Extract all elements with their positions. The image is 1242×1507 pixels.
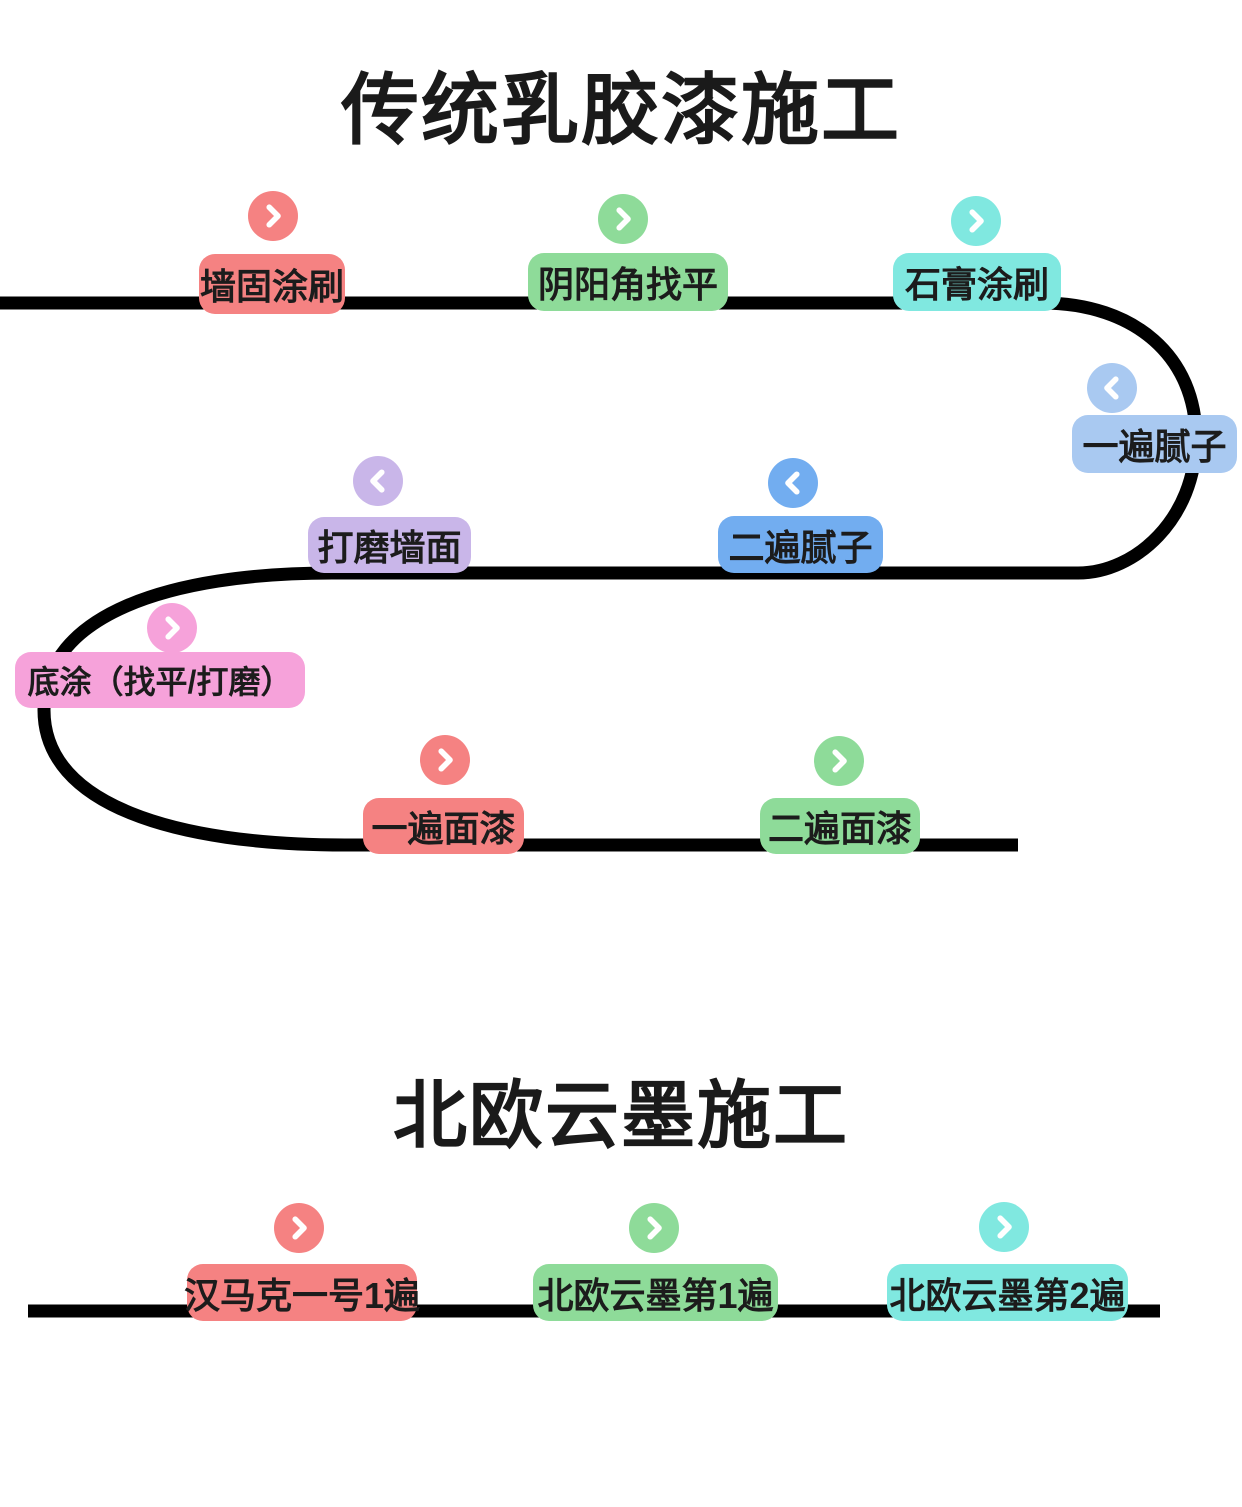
step-arrow-badge bbox=[951, 196, 1001, 246]
chevron-left-icon bbox=[370, 469, 385, 493]
step-arrow-badge bbox=[598, 194, 648, 244]
step-label: 打磨墙面 bbox=[317, 527, 462, 568]
step-second-putty: 二遍腻子 bbox=[718, 516, 883, 573]
step-first-topcoat: 一遍面漆 bbox=[363, 798, 524, 854]
section-title-traditional-latex-paint: 传统乳胶漆施工 bbox=[340, 66, 901, 154]
chevron-left-icon bbox=[1104, 376, 1119, 400]
step-arrow-badge bbox=[274, 1203, 324, 1253]
step-first-putty: 一遍腻子 bbox=[1072, 415, 1237, 473]
step-corner-leveling: 阴阳角找平 bbox=[528, 253, 728, 311]
chevron-right-icon bbox=[165, 616, 180, 640]
step-label: 一遍腻子 bbox=[1082, 426, 1227, 467]
step-base-coat: 底涂（找平/打磨） bbox=[15, 652, 305, 708]
step-arrow-badge bbox=[979, 1202, 1029, 1252]
step-label: 二遍面漆 bbox=[767, 808, 912, 849]
chevron-right-icon bbox=[832, 749, 847, 773]
chevron-left-icon bbox=[785, 471, 800, 495]
step-gypsum-coating: 石膏涂刷 bbox=[893, 253, 1061, 311]
step-wall-primer: 墙固涂刷 bbox=[199, 254, 345, 314]
step-label: 汉马克一号1遍 bbox=[183, 1274, 421, 1316]
step-label: 底涂（找平/打磨） bbox=[27, 664, 293, 700]
section-title-nordic-cloud-ink: 北欧云墨施工 bbox=[393, 1074, 849, 1157]
flow-line-snake bbox=[0, 296, 1203, 852]
step-arrow-badge bbox=[768, 458, 818, 508]
step-second-topcoat: 二遍面漆 bbox=[760, 798, 920, 854]
step-label: 阴阳角找平 bbox=[537, 264, 718, 305]
chevron-right-icon bbox=[438, 748, 453, 772]
chevron-right-icon bbox=[266, 204, 281, 228]
chevron-right-icon bbox=[292, 1216, 307, 1240]
step-nordic-ink-coat1: 北欧云墨第1遍 bbox=[533, 1264, 778, 1321]
step-label: 墙固涂刷 bbox=[199, 266, 344, 307]
step-arrow-badge bbox=[814, 736, 864, 786]
step-label: 一遍面漆 bbox=[371, 808, 516, 849]
chevron-right-icon bbox=[616, 207, 631, 231]
step-arrow-badge bbox=[248, 191, 298, 241]
step-arrow-badge bbox=[1087, 363, 1137, 413]
chevron-right-icon bbox=[969, 209, 984, 233]
step-arrow-badge bbox=[353, 456, 403, 506]
step-label: 北欧云墨第1遍 bbox=[537, 1274, 774, 1316]
chevron-right-icon bbox=[997, 1215, 1012, 1239]
chevron-right-icon bbox=[647, 1216, 662, 1240]
step-label: 石膏涂刷 bbox=[904, 264, 1049, 305]
step-wall-sanding: 打磨墙面 bbox=[308, 517, 471, 573]
step-nordic-ink-coat2: 北欧云墨第2遍 bbox=[887, 1264, 1128, 1321]
step-label: 北欧云墨第2遍 bbox=[889, 1274, 1126, 1316]
step-arrow-badge bbox=[629, 1203, 679, 1253]
step-arrow-badge bbox=[420, 735, 470, 785]
step-label: 二遍腻子 bbox=[728, 526, 873, 568]
step-arrow-badge bbox=[147, 603, 197, 653]
step-hanmark-no1-coat1: 汉马克一号1遍 bbox=[183, 1264, 421, 1321]
